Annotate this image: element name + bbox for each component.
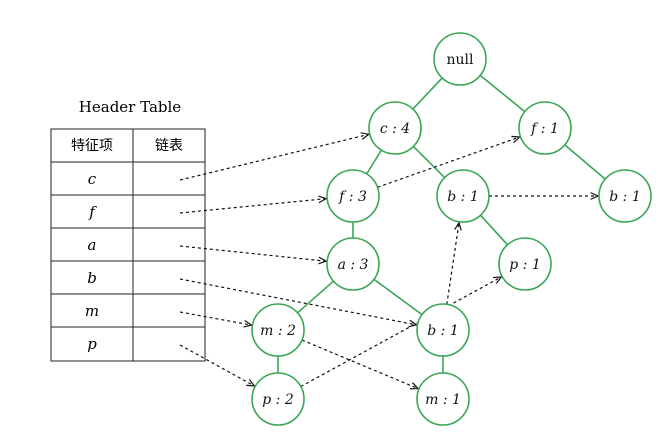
node-link-f3-to-f1 — [377, 137, 520, 188]
node-link-row-b-to-b1b — [179, 278, 416, 325]
node-label: c : 4 — [380, 121, 410, 137]
node-link-row-c-to-c4 — [179, 134, 369, 181]
node-circle — [326, 237, 380, 291]
node-label: null — [447, 52, 475, 68]
node-label: a : 3 — [338, 257, 369, 273]
node-link-row-a-to-a3 — [179, 245, 326, 261]
tree-node-f3: f : 3 — [326, 169, 380, 223]
node-label: m : 2 — [260, 323, 296, 339]
node-circle — [598, 169, 652, 223]
tree-node-a3: a : 3 — [326, 237, 380, 291]
table-item-f: f — [88, 203, 97, 221]
table-item-b: b — [87, 269, 97, 287]
node-label: f : 1 — [530, 121, 559, 137]
node-label: m : 1 — [425, 392, 461, 408]
tree-node-b1c: b : 1 — [598, 169, 652, 223]
col-header-link: 链表 — [155, 138, 183, 154]
tree-node-p2: p : 2 — [251, 372, 305, 426]
node-label: p : 2 — [262, 392, 294, 408]
tree-edge-f1-b1c — [564, 144, 606, 180]
tree-edge-a3-b1b — [373, 278, 423, 316]
node-circle — [518, 101, 572, 155]
table-item-c: c — [88, 170, 97, 188]
node-circle — [416, 303, 470, 357]
node-link-row-f-to-f3 — [179, 199, 326, 214]
table-frame — [50, 128, 206, 362]
tree-node-f1: f : 1 — [518, 101, 572, 155]
tree-edge-root-f1 — [479, 74, 526, 113]
node-link-row-p-to-p2 — [179, 344, 254, 386]
node-circle — [416, 372, 470, 426]
node-label: p : 1 — [509, 257, 541, 273]
tree-node-m2: m : 2 — [251, 303, 305, 357]
tree-edge-b1a-p1 — [479, 214, 509, 246]
tree-edge-root-c4 — [412, 77, 443, 110]
tree-edges — [277, 74, 606, 373]
tree-node-root: null — [433, 32, 487, 86]
node-label: f : 3 — [338, 189, 367, 205]
table-item-a: a — [88, 236, 97, 254]
node-circle — [368, 101, 422, 155]
node-link-b1b-to-b1a — [446, 223, 459, 305]
node-link-p2-to-p1 — [300, 277, 501, 388]
node-circle — [498, 237, 552, 291]
tree-edge-a3-m2 — [296, 280, 335, 314]
node-link-row-m-to-m2 — [179, 311, 251, 325]
header-table-title: Header Table — [79, 98, 182, 116]
node-circle — [433, 32, 487, 86]
tree-node-m1: m : 1 — [416, 372, 470, 426]
tree-node-c4: c : 4 — [368, 101, 422, 155]
tree-nodes: null c : 4 f : 1 f : 3 b : 1 b : 1 a : 3 p : 1 m… — [251, 32, 652, 426]
table-item-p: p — [87, 335, 97, 353]
node-links — [179, 134, 598, 389]
tree-node-p1: p : 1 — [498, 237, 552, 291]
table-item-m: m — [85, 302, 99, 320]
node-link-m2-to-m1 — [301, 339, 418, 389]
col-header-item: 特征项 — [71, 138, 113, 154]
tree-node-b1a: b : 1 — [436, 169, 490, 223]
node-circle — [436, 169, 490, 223]
node-label: b : 1 — [447, 189, 479, 205]
tree-node-b1b: b : 1 — [416, 303, 470, 357]
node-label: b : 1 — [609, 189, 641, 205]
node-label: b : 1 — [427, 323, 459, 339]
node-circle — [251, 303, 305, 357]
node-circle — [251, 372, 305, 426]
tree-edge-c4-b1a — [412, 145, 446, 179]
node-circle — [326, 169, 380, 223]
tree-edge-c4-f3 — [365, 149, 383, 175]
